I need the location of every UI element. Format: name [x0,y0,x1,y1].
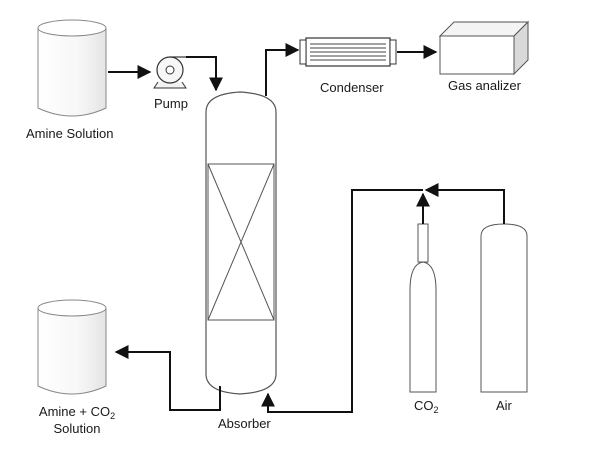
flow-line-absorber-to-rich-tank [114,345,221,411]
label-pump: Pump [154,96,188,111]
air-cylinder [480,223,528,393]
label-co2-sub: 2 [433,405,439,415]
flow-line-air-to-header [424,183,505,224]
amine-co2-tank [37,299,107,395]
label-amine-co2-prefix: Amine + CO [38,404,111,419]
label-absorber: Absorber [218,416,271,431]
label-amine-co2-solution: Amine + CO2 Solution [34,404,120,436]
co2-cylinder [409,223,437,393]
label-amine-co2-sub: 2 [110,411,116,421]
flow-line-gas-to-absorber [261,189,423,413]
gas-analyzer-box [438,20,530,76]
label-amine-co2-line2: Solution [53,421,101,436]
label-gas-analyzer: Gas analizer [448,78,521,93]
packing-section [207,163,275,321]
flow-line-absorber-to-condenser [265,43,300,96]
label-amine-solution: Amine Solution [26,126,114,141]
flow-line-pump-to-absorber [186,56,223,92]
label-co2-prefix: CO [414,398,434,413]
amine-solution-tank [37,19,107,117]
absorber-column [205,91,277,395]
label-co2: CO2 [414,398,439,415]
label-air: Air [496,398,512,413]
label-condenser: Condenser [320,80,384,95]
pump-icon [153,56,187,89]
condenser [299,37,397,67]
